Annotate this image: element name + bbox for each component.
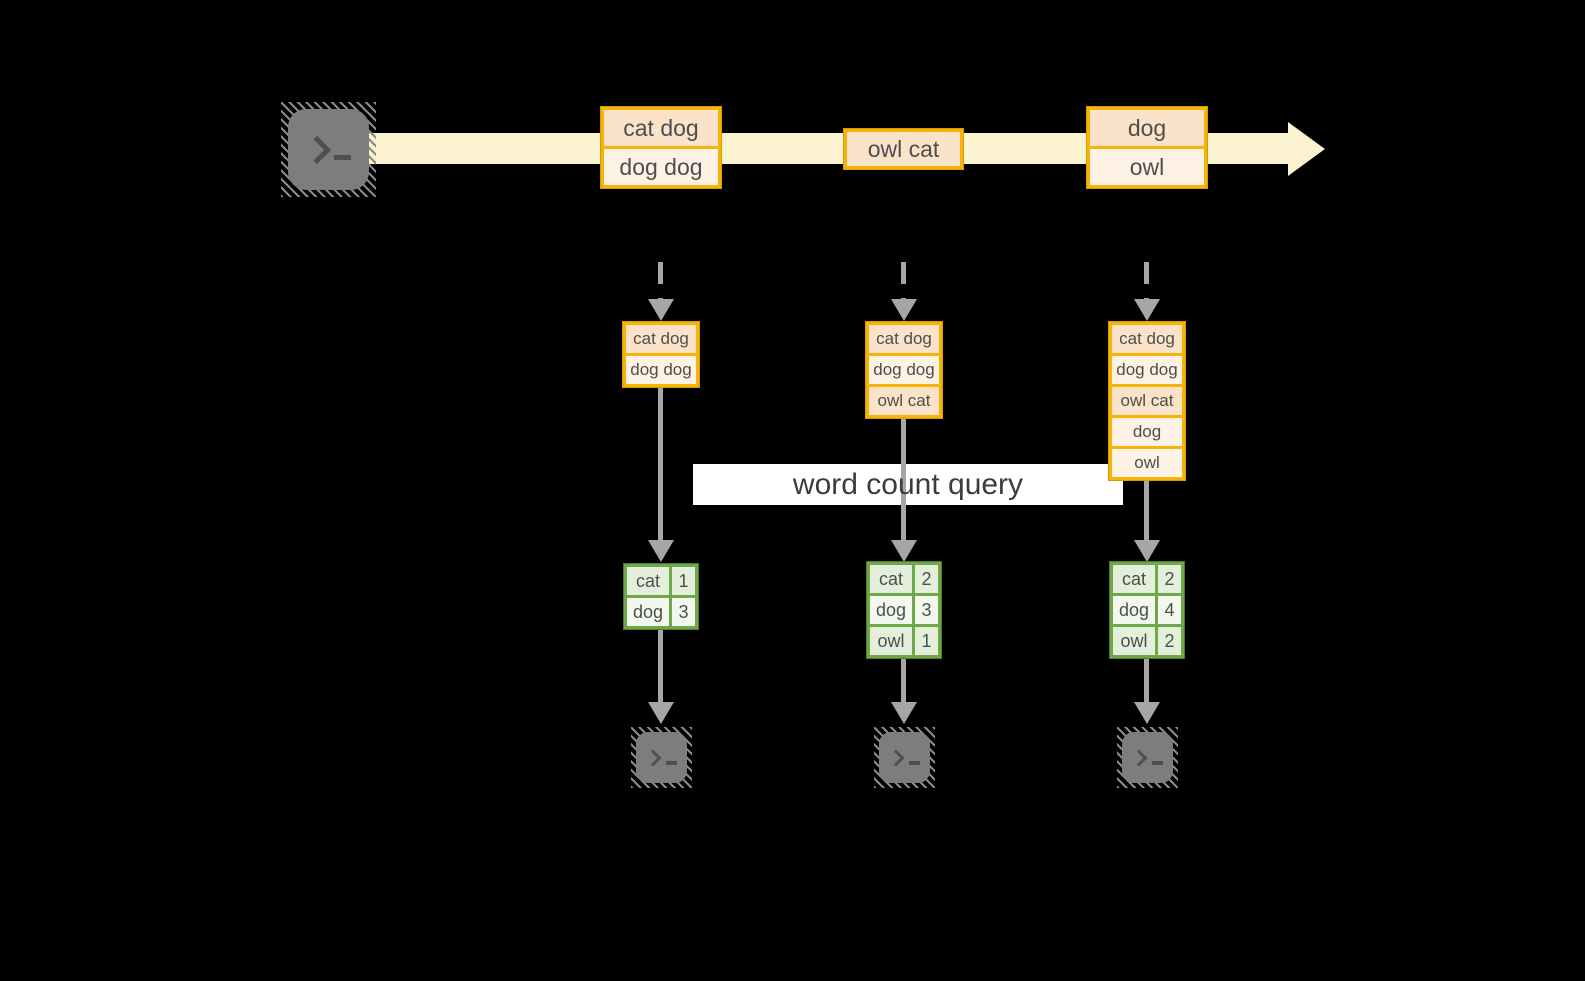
trigger-arrow-line-3 [1144,262,1149,300]
terminal-body [879,732,930,783]
trigger-arrow-line-2 [901,262,906,300]
prompt-underscore-icon [1151,760,1163,765]
prompt-underscore-icon [908,760,920,765]
word-cell: cat [627,567,669,595]
output-arrowhead-1 [648,702,674,724]
result-row: cat 1 [627,567,695,595]
batch-row: owl [1090,146,1204,185]
input-table-3: cat dog dog dog owl cat dog owl [1109,322,1185,480]
word-cell: dog [1113,596,1155,624]
result-row: dog 3 [627,595,695,626]
sink-terminal-icon-3 [1117,727,1178,788]
input-row: cat dog [626,325,696,353]
input-table-1: cat dog dog dog [623,322,699,387]
word-cell: dog [870,596,912,624]
query-arrow-line-3 [1144,480,1149,542]
trigger-arrowhead-3 [1134,299,1160,321]
count-cell: 2 [1155,627,1181,655]
timeline-batch-3: dog owl [1087,107,1207,188]
input-row: cat dog [869,325,939,353]
query-arrowhead-2 [891,540,917,562]
word-cell: owl [1113,627,1155,655]
word-cell: cat [1113,565,1155,593]
trigger-arrowhead-2 [891,299,917,321]
count-cell: 1 [669,567,695,595]
word-cell: cat [870,565,912,593]
query-label: word count query [792,468,1024,501]
trigger-arrow-line-1 [658,262,663,300]
word-cell: dog [627,598,669,626]
input-row: dog dog [869,353,939,384]
terminal-body [636,732,687,783]
prompt-underscore-icon [665,760,677,765]
result-row: cat 2 [1113,565,1181,593]
input-row: owl [1112,446,1182,477]
result-row: dog 3 [870,593,938,624]
prompt-underscore-icon [333,155,351,160]
word-cell: owl [870,627,912,655]
batch-row: dog [1090,110,1204,146]
count-cell: 3 [669,598,695,626]
result-row: owl 2 [1113,624,1181,655]
batch-row: owl cat [847,132,960,166]
prompt-chevron-icon [302,135,331,164]
input-row: cat dog [1112,325,1182,353]
count-cell: 1 [912,627,938,655]
terminal-body [1122,732,1173,783]
timeline-arrowhead-icon [1288,122,1325,176]
timeline-batch-2: owl cat [844,129,963,169]
batch-row: dog dog [604,146,718,185]
count-cell: 3 [912,596,938,624]
count-cell: 4 [1155,596,1181,624]
input-row: dog dog [626,353,696,384]
terminal-body [288,109,369,190]
query-arrow-line-2 [901,418,906,542]
count-cell: 2 [912,565,938,593]
result-table-2: cat 2 dog 3 owl 1 [867,562,941,658]
result-row: owl 1 [870,624,938,655]
output-arrow-line-2 [901,658,906,702]
timeline-batch-1: cat dog dog dog [601,107,721,188]
input-table-2: cat dog dog dog owl cat [866,322,942,418]
query-arrowhead-3 [1134,540,1160,562]
output-arrowhead-3 [1134,702,1160,724]
count-cell: 2 [1155,565,1181,593]
query-arrow-line-1 [658,387,663,542]
input-row: owl cat [1112,384,1182,415]
source-terminal-icon [281,102,376,197]
output-arrowhead-2 [891,702,917,724]
batch-row: cat dog [604,110,718,146]
result-table-3: cat 2 dog 4 owl 2 [1110,562,1184,658]
query-label-background [693,464,1123,505]
output-arrow-line-3 [1144,658,1149,702]
prompt-chevron-icon [1130,749,1147,766]
trigger-arrowhead-1 [648,299,674,321]
query-arrowhead-1 [648,540,674,562]
prompt-chevron-icon [887,749,904,766]
result-row: dog 4 [1113,593,1181,624]
sink-terminal-icon-2 [874,727,935,788]
input-row: dog dog [1112,353,1182,384]
result-table-1: cat 1 dog 3 [624,564,698,629]
output-arrow-line-1 [658,629,663,702]
input-row: dog [1112,415,1182,446]
result-row: cat 2 [870,565,938,593]
input-row: owl cat [869,384,939,415]
sink-terminal-icon-1 [631,727,692,788]
prompt-chevron-icon [644,749,661,766]
